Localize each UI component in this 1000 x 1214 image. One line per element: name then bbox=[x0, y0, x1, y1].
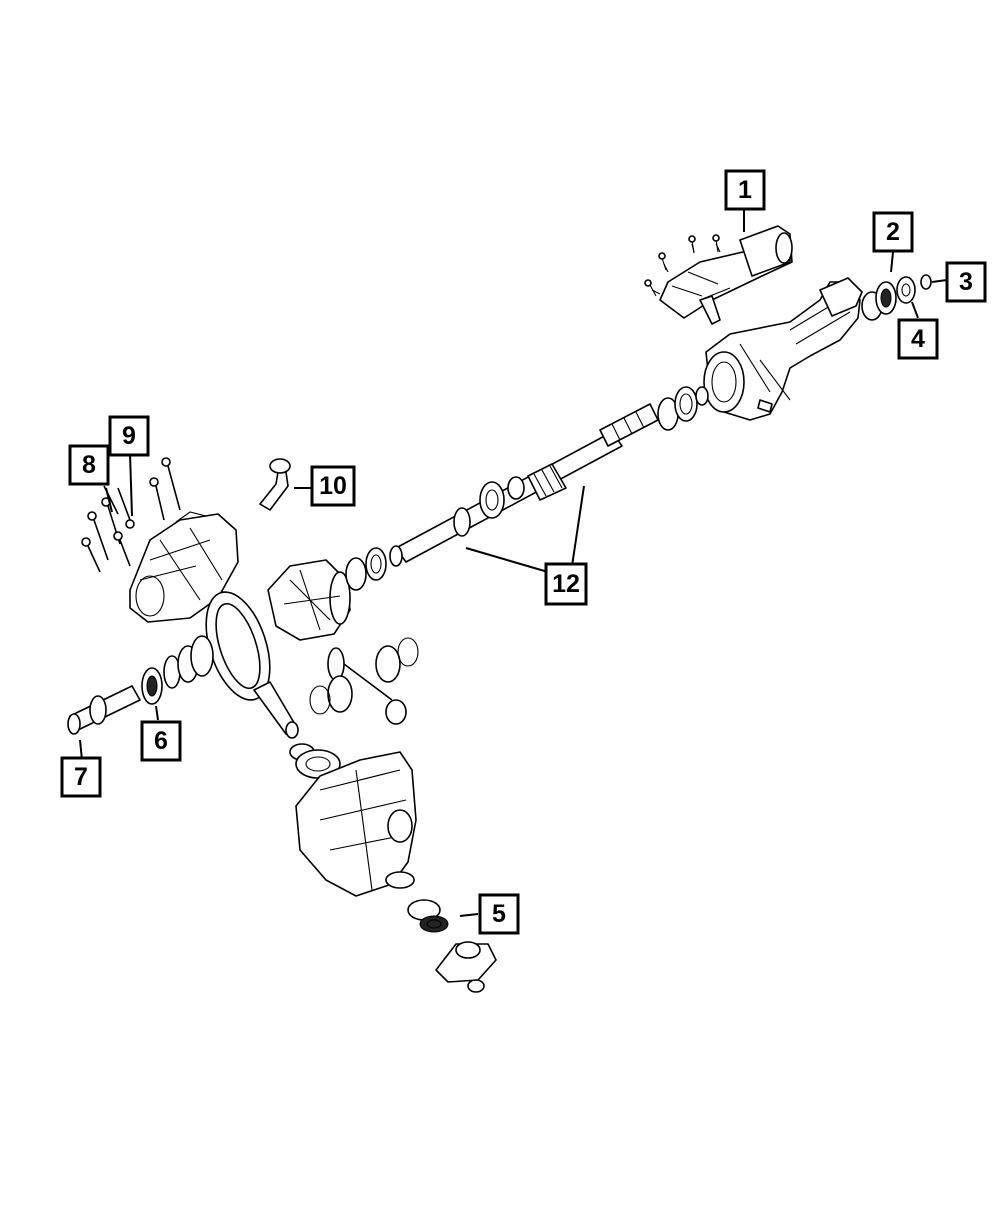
callout-9: 9 bbox=[108, 415, 150, 457]
callout-9-label: 9 bbox=[122, 422, 136, 450]
callout-12: 12 bbox=[544, 562, 588, 606]
callout-3: 3 bbox=[945, 261, 987, 303]
callout-8-label: 8 bbox=[82, 451, 96, 479]
clip-part-3 bbox=[920, 274, 932, 290]
output-shaft-part-7 bbox=[67, 685, 141, 735]
callout-4: 4 bbox=[897, 318, 939, 360]
washer-part-4 bbox=[896, 276, 916, 304]
callout-3-label: 3 bbox=[959, 268, 973, 296]
ring-gear bbox=[205, 591, 271, 701]
callout-5-label: 5 bbox=[492, 900, 506, 928]
callout-10-label: 10 bbox=[319, 472, 347, 500]
right-axle-housing bbox=[703, 277, 883, 421]
actuator-assembly bbox=[644, 225, 793, 325]
callout-12-label: 12 bbox=[552, 570, 580, 598]
seal-part-6 bbox=[141, 635, 214, 705]
callout-4-label: 4 bbox=[911, 325, 925, 353]
callout-6-label: 6 bbox=[154, 727, 168, 755]
spider-gears bbox=[309, 637, 419, 725]
callout-7: 7 bbox=[60, 756, 102, 798]
vent-tube-part-10 bbox=[259, 458, 291, 511]
intermediate-shaft-part-12 bbox=[389, 386, 709, 567]
callout-5: 5 bbox=[478, 893, 520, 935]
callout-2-label: 2 bbox=[886, 218, 900, 246]
callout-2: 2 bbox=[872, 211, 914, 253]
differential-case bbox=[267, 547, 387, 641]
actuator-bolt bbox=[644, 234, 720, 297]
left-cover-housing bbox=[129, 511, 239, 623]
callout-10: 10 bbox=[310, 465, 356, 507]
pinion-gear bbox=[253, 681, 341, 779]
callout-8: 8 bbox=[68, 444, 110, 486]
leader-lines bbox=[79, 209, 948, 917]
callout-7-label: 7 bbox=[74, 763, 88, 791]
callout-1-label: 1 bbox=[738, 176, 752, 204]
cover-bolts bbox=[81, 457, 181, 573]
callout-6: 6 bbox=[140, 720, 182, 762]
carrier-housing bbox=[295, 751, 417, 897]
callout-1: 1 bbox=[724, 169, 766, 211]
seal-part-2 bbox=[875, 281, 897, 315]
output-flange-part-5 bbox=[407, 899, 497, 993]
